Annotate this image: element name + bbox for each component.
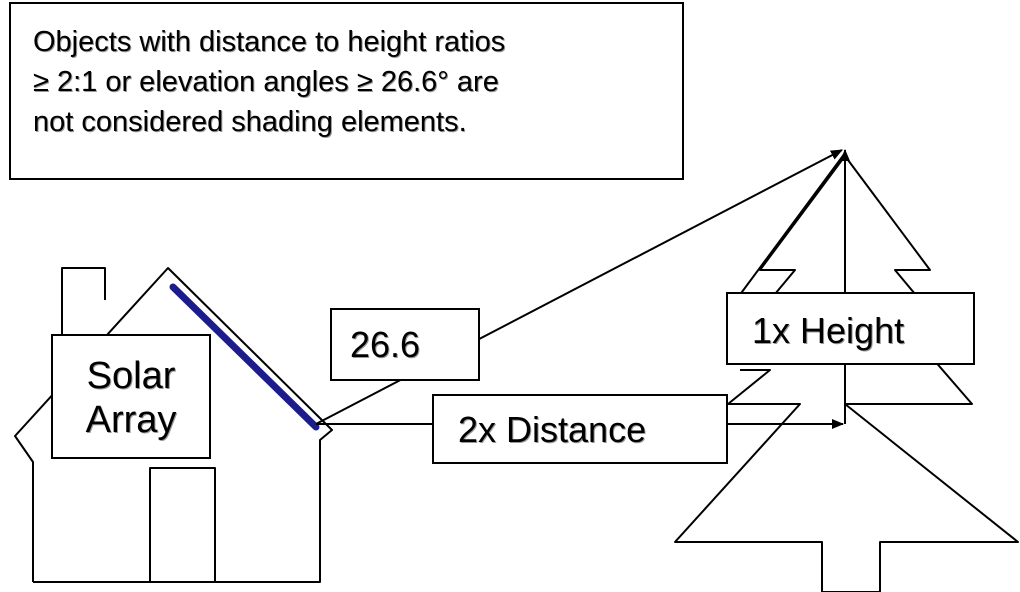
tree (674, 152, 1019, 592)
solar-label-line-2: Array (85, 399, 177, 441)
solar-array-panel (169, 283, 320, 431)
solar-label-line-1: Solar (86, 355, 176, 397)
distance-label: 2x Distance (432, 394, 728, 464)
note-line-1: Objects with distance to height ratios (33, 26, 506, 58)
door-icon (149, 467, 216, 583)
chimney-icon (61, 267, 106, 334)
note-line-2: ≥ 2:1 or elevation angles ≥ 26.6° are (33, 66, 499, 98)
house-outline-icon (14, 267, 333, 583)
tree-outline-icon (674, 152, 1019, 592)
explanation-note: Objects with distance to height ratios ≥… (9, 2, 684, 180)
height-label: 1x Height (726, 292, 975, 365)
solar-array-label-box: Solar Array (51, 334, 211, 459)
geometry-lines (315, 149, 850, 429)
note-line-3: not considered shading elements. (33, 106, 467, 138)
angle-label: 26.6 (330, 308, 480, 381)
elevation-arrow (315, 149, 843, 425)
house (14, 267, 333, 583)
